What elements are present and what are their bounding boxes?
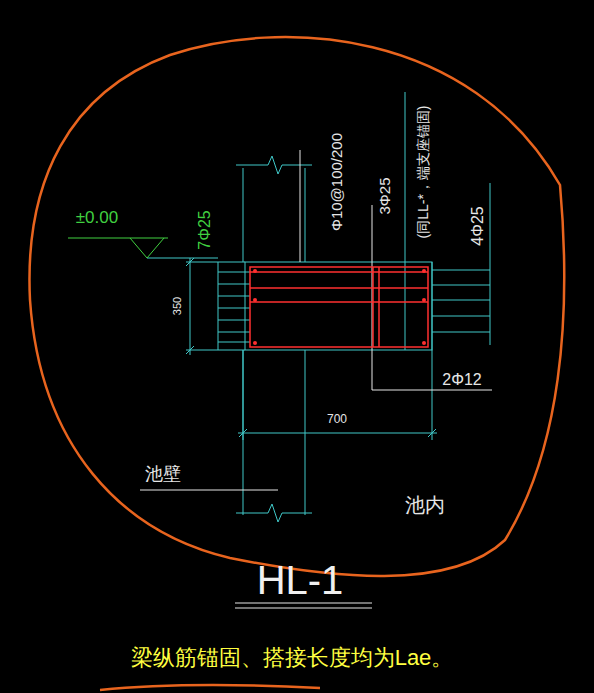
rebar-callout: 4Φ25 (470, 206, 486, 245)
section-title: HL-1 (257, 560, 344, 600)
general-note: 梁纵筋锚固、搭接长度均为Lae。 (131, 647, 454, 669)
dimension-label: 700 (327, 413, 347, 425)
elevation-label: ±0.00 (76, 209, 118, 226)
stirrup-callout: Φ10@100/200 (329, 133, 344, 231)
rebar-callout: 3Φ25 (377, 178, 392, 215)
region-label: 池内 (405, 495, 445, 515)
rebar-callout: 2Φ12 (442, 372, 481, 388)
rebar-callout: 7Φ25 (197, 210, 213, 249)
dimension-label: 350 (172, 297, 183, 315)
region-label: 池壁 (145, 465, 181, 483)
anchor-note: (同LL-*，端支座锚固) (416, 105, 430, 238)
